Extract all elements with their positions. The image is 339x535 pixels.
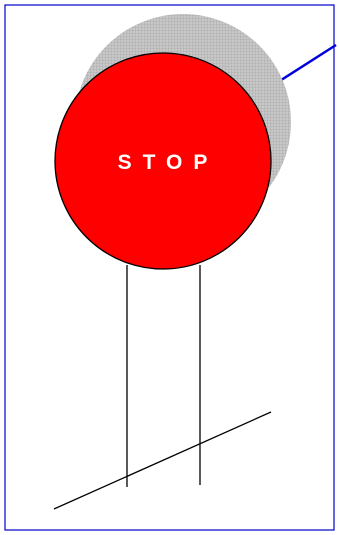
stop-sign-text: STOP (118, 151, 219, 174)
ground-line (54, 412, 271, 509)
